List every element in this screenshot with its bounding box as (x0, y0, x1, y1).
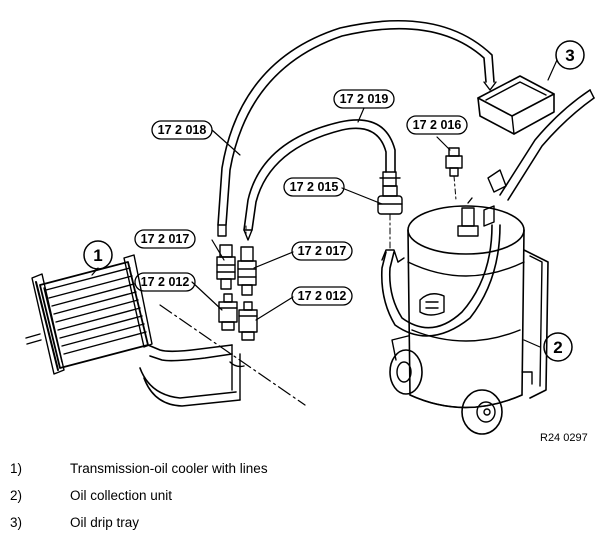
service-diagram: 17 2 018 17 2 019 17 2 017 17 2 017 17 2… (25, 19, 595, 444)
svg-text:17 2 017: 17 2 017 (141, 232, 190, 246)
svg-text:17 2 017: 17 2 017 (298, 244, 347, 258)
plug-left (218, 293, 238, 331)
oil-drip-tray (477, 75, 555, 135)
svg-text:3: 3 (565, 46, 574, 65)
svg-text:17 2 016: 17 2 016 (413, 118, 462, 132)
legend-item: 2) Oil collection unit (0, 488, 604, 510)
transmission-oil-cooler (25, 254, 245, 407)
svg-text:17 2 012: 17 2 012 (298, 289, 347, 303)
legend-item: 3) Oil drip tray (0, 515, 604, 537)
valve (445, 147, 463, 177)
coupling (377, 185, 403, 215)
svg-text:1: 1 (93, 246, 102, 265)
svg-text:17 2 012: 17 2 012 (141, 275, 190, 289)
connection-line (159, 304, 306, 406)
label-plug-left: 17 2 012 (134, 272, 196, 292)
label-hose-short: 17 2 019 (333, 89, 395, 109)
adapter-right (237, 246, 257, 296)
label-hose-long: 17 2 018 (151, 120, 213, 140)
plug-right (238, 301, 258, 341)
label-valve: 17 2 016 (406, 115, 468, 135)
callout-unit: 2 (543, 332, 573, 362)
svg-text:17 2 015: 17 2 015 (290, 180, 339, 194)
hose-short (243, 119, 401, 241)
leader-lines (91, 59, 558, 348)
svg-text:17 2 019: 17 2 019 (340, 92, 389, 106)
callout-tray: 3 (555, 40, 585, 70)
figure-reference: R24 0297 (540, 432, 588, 444)
oil-collection-unit (380, 89, 595, 435)
legend-text: Oil drip tray (70, 515, 140, 530)
legend-number: 1) (10, 461, 23, 476)
legend-item: 1) Transmission-oil cooler with lines (0, 461, 604, 483)
label-plug-right: 17 2 012 (291, 286, 353, 306)
label-coupling: 17 2 015 (283, 177, 345, 197)
legend-text: Transmission-oil cooler with lines (70, 461, 268, 476)
svg-text:17 2 018: 17 2 018 (158, 123, 207, 137)
label-adapter-right: 17 2 017 (291, 241, 353, 261)
legend-number: 3) (10, 515, 23, 530)
adapter-left (216, 244, 236, 290)
svg-text:2: 2 (553, 338, 562, 357)
legend-number: 2) (10, 488, 23, 503)
hose-long (217, 19, 497, 237)
label-adapter-left: 17 2 017 (134, 229, 196, 249)
legend-text: Oil collection unit (70, 488, 173, 503)
callout-cooler: 1 (83, 240, 113, 270)
legend: 1) Transmission-oil cooler with lines 2)… (0, 455, 604, 541)
